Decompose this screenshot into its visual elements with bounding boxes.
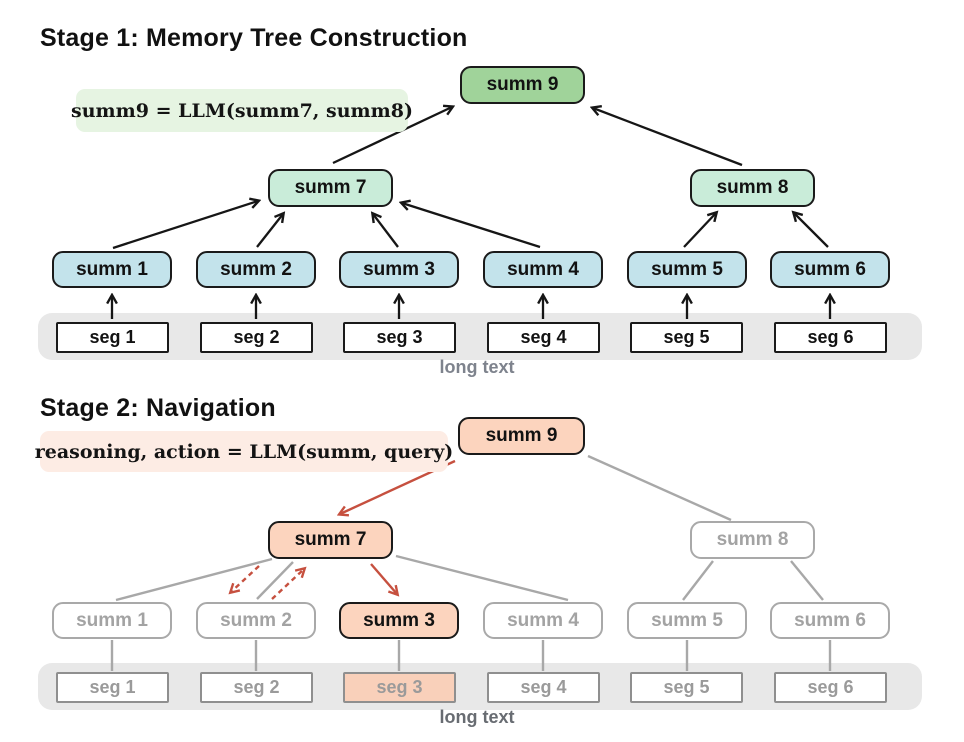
stage1-seg-to-summ-arrows xyxy=(112,296,830,319)
stage1-seg2-box: seg 2 xyxy=(200,322,313,353)
stage2-seg1-box: seg 1 xyxy=(56,672,169,703)
stage2-seg2-box: seg 2 xyxy=(200,672,313,703)
stage1-leaf-to-mid-arrows xyxy=(112,201,829,250)
stage1-seg6-box: seg 6 xyxy=(774,322,887,353)
stage1-summ5-node: summ 5 xyxy=(627,251,747,288)
stage1-summ2-node: summ 2 xyxy=(196,251,316,288)
stage2-formula-box: reasoning, action = LLM(summ, query) xyxy=(35,431,453,472)
stage1-summ6-node: summ 6 xyxy=(770,251,890,288)
stage1-summ7-node: summ 7 xyxy=(268,169,393,207)
stage2-seg6-box: seg 6 xyxy=(774,672,887,703)
stage1-seg3-box: seg 3 xyxy=(343,322,456,353)
stage1-summ8-node: summ 8 xyxy=(690,169,815,207)
stage1-title: Stage 1: Memory Tree Construction xyxy=(40,24,468,52)
stage1-summ4-node: summ 4 xyxy=(483,251,603,288)
stage1-seg1-box: seg 1 xyxy=(56,322,169,353)
stage2-summ7-node: summ 7 xyxy=(268,521,393,559)
stage2-summ2-node: summ 2 xyxy=(196,602,316,639)
stage2-title: Stage 2: Navigation xyxy=(40,394,276,422)
stage2-summ6-node: summ 6 xyxy=(770,602,890,639)
stage2-summ3-node: summ 3 xyxy=(339,602,459,639)
stage2-seg5-box: seg 5 xyxy=(630,672,743,703)
stage1-formula-box: summ9 = LLM(summ7, summ8) xyxy=(71,89,413,132)
stage1-mid-to-root-arrows xyxy=(332,107,743,167)
stage2-summ9-node: summ 9 xyxy=(458,417,585,455)
stage1-seg4-box: seg 4 xyxy=(487,322,600,353)
stage1-seg5-box: seg 5 xyxy=(630,322,743,353)
stage2-inactive-edges xyxy=(110,454,832,671)
stage2-seg3-box: seg 3 xyxy=(343,672,456,703)
stage2-long-text-caption: long text xyxy=(439,707,515,727)
stage2-summ8-node: summ 8 xyxy=(690,521,815,559)
stage1-summ1-node: summ 1 xyxy=(52,251,172,288)
stage1-summ3-node: summ 3 xyxy=(339,251,459,288)
stage2-summ5-node: summ 5 xyxy=(627,602,747,639)
stage2-seg4-box: seg 4 xyxy=(487,672,600,703)
stage1-long-text-caption: long text xyxy=(439,357,515,377)
stage2-summ4-node: summ 4 xyxy=(483,602,603,639)
stage2-summ1-node: summ 1 xyxy=(52,602,172,639)
stage1-summ9-node: summ 9 xyxy=(460,66,585,104)
